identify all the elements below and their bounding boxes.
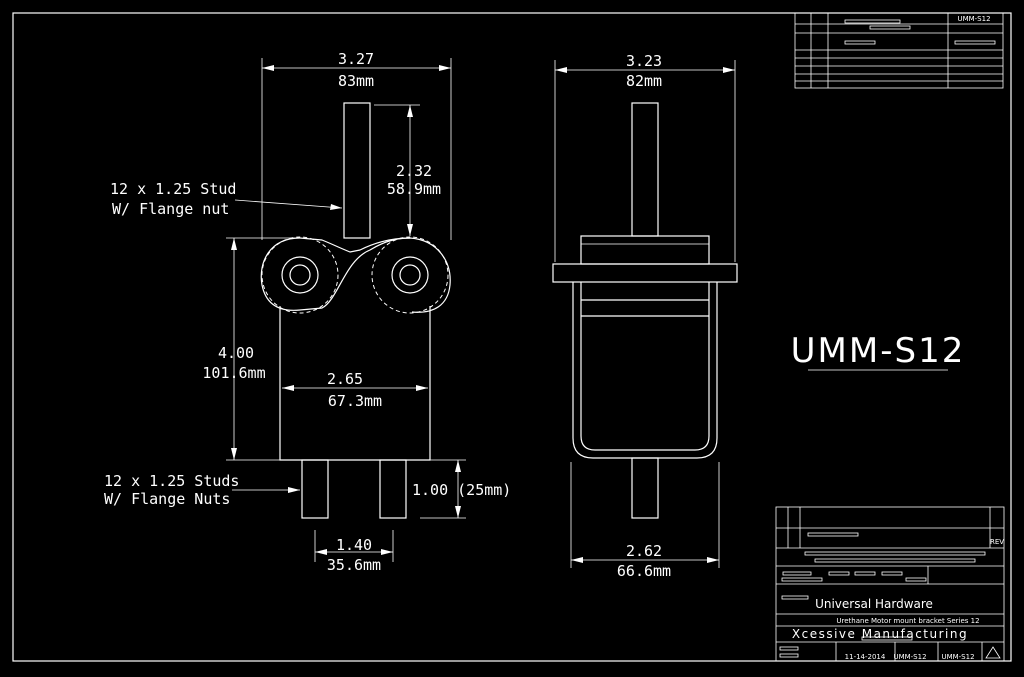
dim-front-width-mm: 83mm (338, 72, 374, 90)
title-description: Urethane Motor mount bracket Series 12 (836, 617, 979, 625)
revision-header-part: UMM-S12 (957, 15, 990, 23)
right-roller-inner (399, 264, 421, 286)
side-flange (552, 263, 738, 283)
callout-bottom-studs-1: 12 x 1.25 Studs (104, 472, 239, 490)
right-roller-outer (391, 256, 429, 294)
left-roller-dashed (261, 236, 339, 314)
side-body (572, 282, 718, 459)
dim-side-bottom-in: 2.62 (626, 542, 662, 560)
left-roller-inner (289, 264, 311, 286)
front-view: 3.27 83mm 2.32 58.9mm 12 x 1.25 Stud W/ … (104, 50, 511, 574)
warning-triangle-icon (985, 646, 1001, 659)
bottom-stud-left (301, 459, 329, 519)
dim-stud-spacing-mm: 35.6mm (327, 556, 381, 574)
title-company: Universal Hardware (815, 597, 933, 611)
side-inner (580, 282, 710, 451)
dim-stud-spacing-in: 1.40 (336, 536, 372, 554)
bottom-stud-right (379, 459, 407, 519)
title-sheet: UMM-S12 (941, 653, 974, 661)
dim-side-width-mm: 82mm (626, 72, 662, 90)
title-date: 11-14-2014 (845, 653, 886, 661)
revision-block: UMM-S12 (794, 12, 1004, 89)
dim-bottom-stud-length: 1.00 (25mm) (412, 481, 511, 499)
dim-body-height-mm: 101.6mm (202, 364, 265, 382)
part-number-label: UMM-S12 (791, 331, 966, 371)
dim-side-width-in: 3.23 (626, 52, 662, 70)
dim-body-height-in: 4.00 (218, 344, 254, 362)
side-view: 3.23 82mm 2.62 66.6mm (552, 52, 738, 580)
title-rev: REV (990, 538, 1004, 546)
upper-lobes (260, 237, 451, 313)
title-manufacturer: Xcessive Manufacturing (792, 627, 968, 641)
dim-side-bottom-mm: 66.6mm (617, 562, 671, 580)
dim-front-width-in: 3.27 (338, 50, 374, 68)
title-dwg-no: UMM-S12 (893, 653, 926, 661)
callout-bottom-studs-2: W/ Flange Nuts (104, 490, 230, 508)
side-upper-block (580, 235, 710, 265)
side-bottom-stud (631, 457, 659, 519)
dim-stud-height-mm: 58.9mm (387, 180, 441, 198)
title-block: Universal Hardware Urethane Motor mount … (775, 506, 1005, 662)
upper-outline (299, 237, 411, 253)
dim-inner-width-in: 2.65 (327, 370, 363, 388)
side-top-stud (631, 102, 659, 237)
front-body (279, 306, 431, 461)
callout-top-stud-2: W/ Flange nut (112, 200, 229, 218)
drawing-border (12, 12, 1012, 662)
dim-inner-width-mm: 67.3mm (328, 392, 382, 410)
dim-stud-height-in: 2.32 (396, 162, 432, 180)
callout-top-stud-1: 12 x 1.25 Stud (110, 180, 236, 198)
top-stud (343, 102, 371, 239)
right-roller-dashed (371, 236, 449, 314)
left-roller-outer (281, 256, 319, 294)
